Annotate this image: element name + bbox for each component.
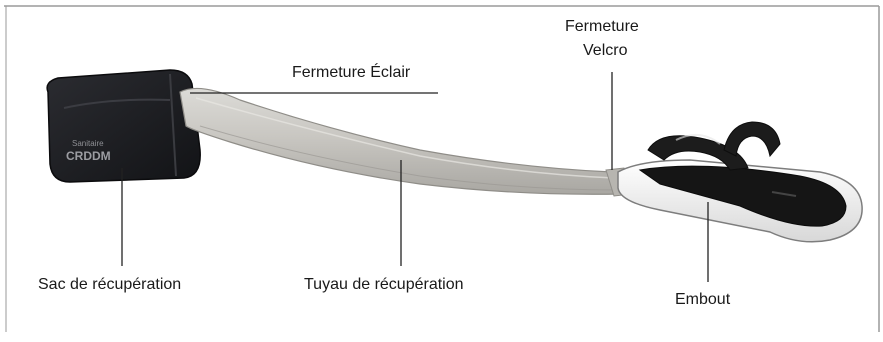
bag-model-text: CRDDM — [66, 149, 111, 163]
hose-label: Tuyau de récupération — [304, 276, 464, 294]
collection-bag: Sanitaire CRDDM — [47, 70, 200, 182]
collection-hose — [180, 88, 632, 196]
zipper-label: Fermeture Éclair — [292, 64, 410, 82]
nozzle — [618, 122, 862, 242]
bag-label: Sac de récupération — [38, 276, 181, 294]
velcro-label-line1: Fermeture — [565, 18, 639, 36]
nozzle-label: Embout — [675, 291, 730, 309]
velcro-label-line2: Velcro — [583, 42, 627, 60]
bag-brand-text: Sanitaire — [72, 139, 104, 148]
